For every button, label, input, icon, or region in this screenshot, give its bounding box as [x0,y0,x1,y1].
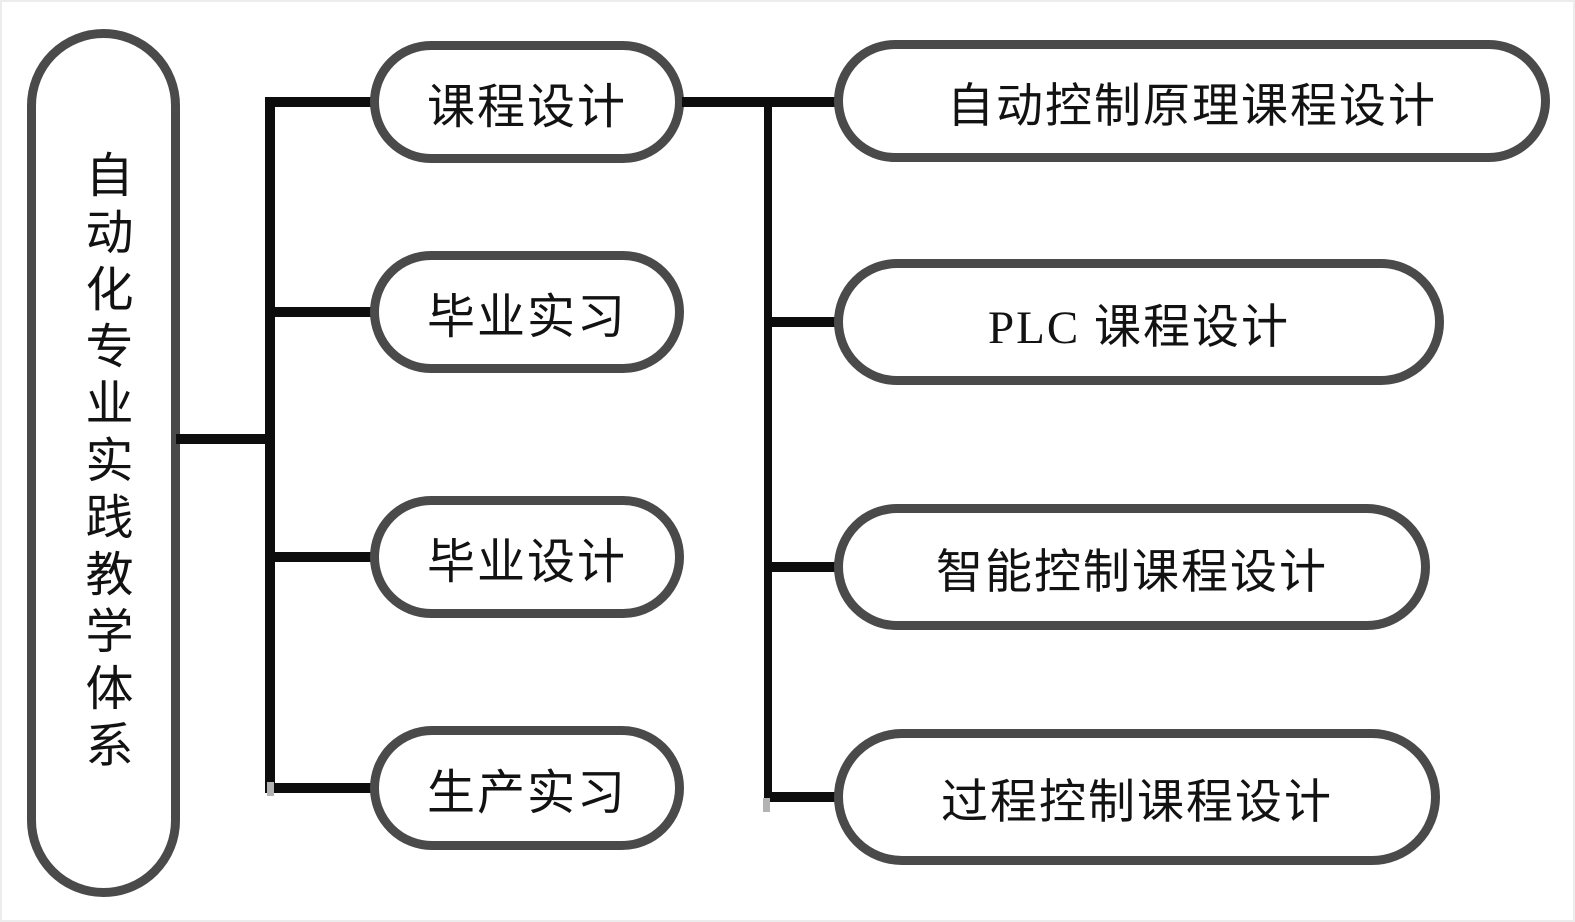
node-intelligent-control-label: 智能控制课程设计 [936,546,1328,599]
node-graduation-design-label: 毕业设计 [426,536,627,589]
node-production-internship-label: 生产实习 [426,767,627,820]
node-graduation-internship-label: 毕业实习 [426,291,627,344]
node-graduation-design: 毕业设计 [370,496,684,618]
connector-stub-plc [764,317,836,327]
node-process-control-label: 过程控制课程设计 [941,776,1333,829]
node-course-design-label: 课程设计 [426,81,627,134]
node-root-label: 自动化专业实践教学体系 [77,149,131,777]
connector-root-to-trunk [176,434,274,444]
node-production-internship: 生产实习 [370,726,684,850]
artifact-handle-left [267,782,274,796]
connector-right-trunk [764,97,772,802]
node-auto-control-principles: 自动控制原理课程设计 [834,40,1550,162]
connector-stub-production-internship [265,783,373,793]
node-course-design: 课程设计 [370,41,684,163]
connector-stub-course-design [265,97,373,107]
connector-stub-process-control [764,792,836,802]
artifact-handle-right [763,798,770,812]
node-plc-course-design-label: PLC 课程设计 [988,301,1290,354]
node-auto-control-principles-label: 自动控制原理课程设计 [947,80,1437,133]
node-process-control: 过程控制课程设计 [834,729,1440,865]
connector-stub-intelligent-control [764,562,836,572]
node-intelligent-control: 智能控制课程设计 [834,504,1430,630]
connector-course-design-to-leaf1 [682,97,836,107]
connector-stub-graduation-design [265,552,373,562]
connector-left-trunk [265,97,275,793]
node-plc-course-design: PLC 课程设计 [834,259,1444,385]
node-root-practice-teaching-system: 自动化专业实践教学体系 [27,29,180,897]
node-graduation-internship: 毕业实习 [370,251,684,373]
connector-stub-graduation-internship [265,307,373,317]
